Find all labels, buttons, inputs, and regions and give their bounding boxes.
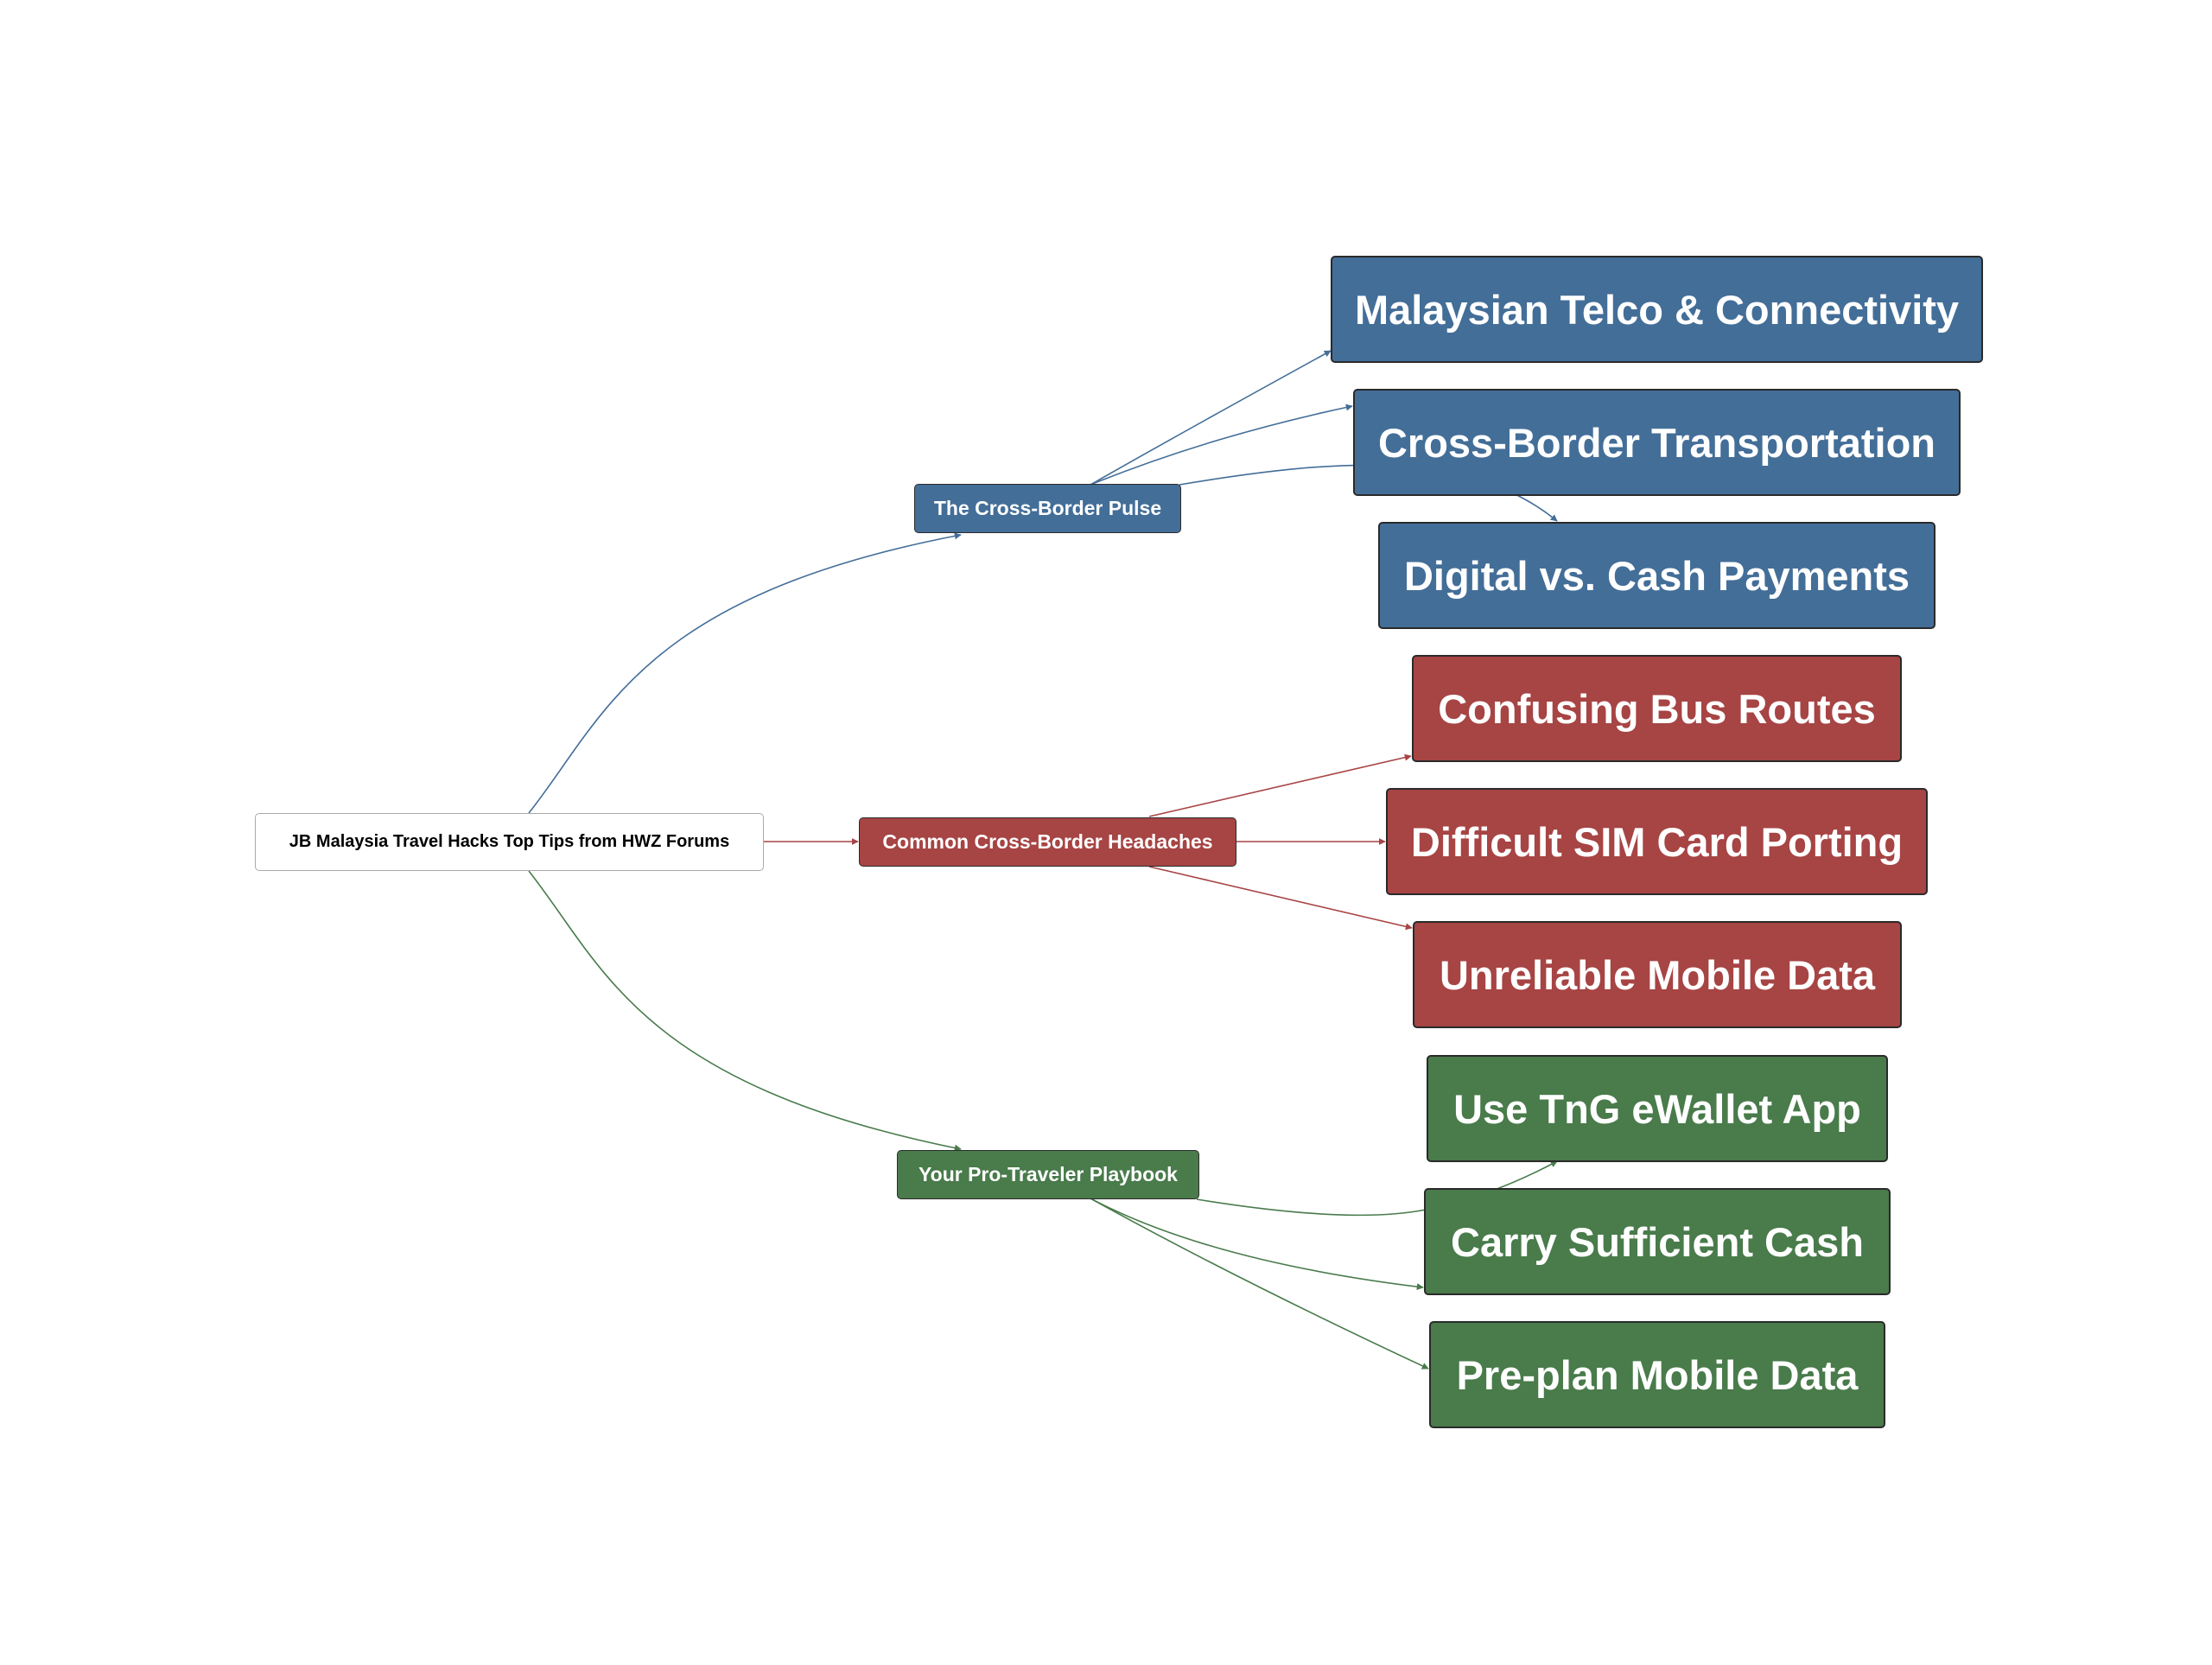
edge-playbook-to-tng [1196,1160,1558,1217]
leaf-label: Carry Sufficient Cash [1451,1218,1864,1265]
edge-headaches-to-bus [1148,753,1412,817]
leaf-label: Use TnG eWallet App [1453,1085,1861,1132]
edge-playbook-to-preplan [1090,1198,1429,1369]
leaf-node-use-tng-ewallet: Use TnG eWallet App [1427,1055,1888,1162]
leaf-node-digital-vs-cash: Digital vs. Cash Payments [1378,522,1936,629]
leaf-node-confusing-bus-routes: Confusing Bus Routes [1412,655,1902,762]
edge-pulse-to-telco [1090,350,1332,486]
edge-root-to-pulse [528,532,962,814]
leaf-label: Malaysian Telco & Connectivity [1354,286,1960,333]
leaf-label: Digital vs. Cash Payments [1403,552,1910,599]
root-node: JB Malaysia Travel Hacks Top Tips from H… [255,813,764,871]
edge-headaches-to-data [1148,866,1413,931]
leaf-node-carry-sufficient-cash: Carry Sufficient Cash [1424,1188,1891,1295]
leaf-node-pre-plan-mobile-data: Pre-plan Mobile Data [1429,1321,1885,1428]
leaf-node-difficult-sim-porting: Difficult SIM Card Porting [1386,788,1928,895]
edge-root-to-playbook [528,870,962,1152]
branch-label: Common Cross-Border Headaches [882,830,1213,853]
leaf-label: Cross-Border Transportation [1377,419,1936,466]
edge-pulse-to-transport [1090,404,1353,486]
leaf-node-unreliable-mobile-data: Unreliable Mobile Data [1413,921,1902,1028]
leaf-label: Confusing Bus Routes [1438,685,1876,732]
branch-node-pro-traveler-playbook: Your Pro-Traveler Playbook [897,1150,1199,1199]
edge-playbook-to-cash [1090,1198,1424,1291]
root-label: JB Malaysia Travel Hacks Top Tips from H… [289,832,730,851]
leaf-label: Difficult SIM Card Porting [1410,818,1904,865]
leaf-node-cross-border-transportation: Cross-Border Transportation [1353,389,1961,496]
branch-node-cross-border-pulse: The Cross-Border Pulse [914,484,1181,533]
branch-label: Your Pro-Traveler Playbook [918,1163,1178,1185]
leaf-label: Pre-plan Mobile Data [1456,1351,1859,1398]
leaf-node-malaysian-telco: Malaysian Telco & Connectivity [1331,256,1983,363]
branch-node-common-headaches: Common Cross-Border Headaches [859,817,1236,867]
branch-label: The Cross-Border Pulse [933,497,1162,519]
leaf-label: Unreliable Mobile Data [1439,951,1876,998]
